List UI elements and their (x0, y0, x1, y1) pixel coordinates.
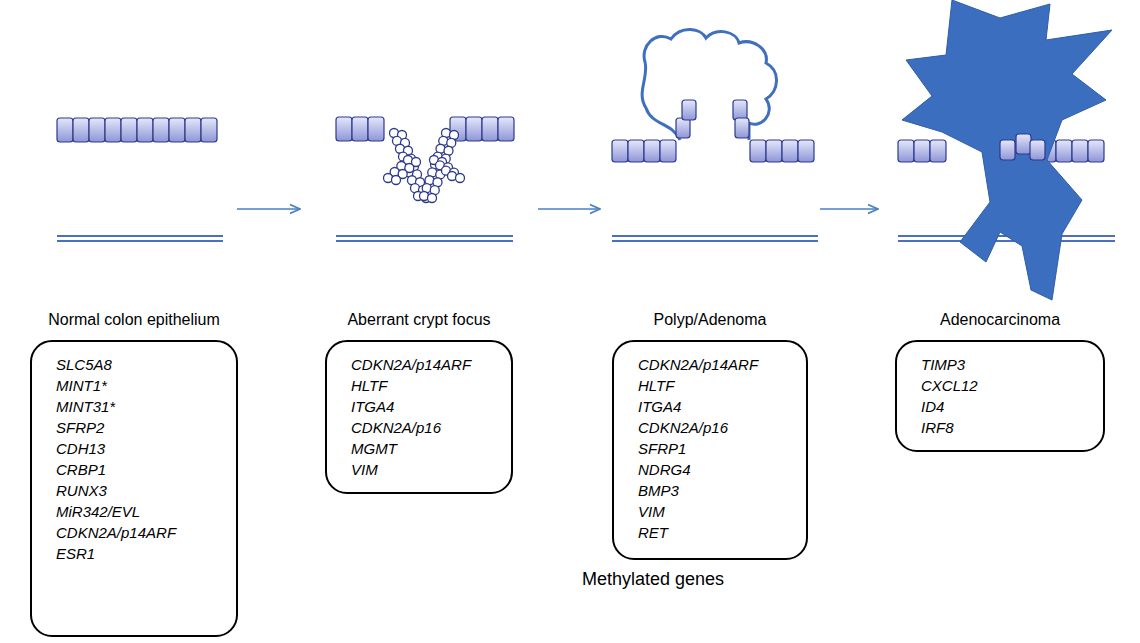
gene-name: CDKN2A/p16 (638, 417, 790, 438)
gene-name: CDKN2A/p14ARF (56, 522, 220, 543)
gene-name: HLTF (638, 375, 790, 396)
gene-list: CDKN2A/p14ARFHLTFITGA4CDKN2A/p16SFRP1NDR… (614, 342, 806, 555)
gene-name: MINT1* (56, 375, 220, 396)
gene-list: CDKN2A/p14ARFHLTFITGA4CDKN2A/p16MGMTVIM (327, 342, 511, 492)
gene-list: TIMP3CXCL12ID4IRF8 (897, 342, 1103, 450)
gene-name: VIM (351, 459, 495, 480)
gene-name: MINT31* (56, 396, 220, 417)
gene-name: CDKN2A/p16 (351, 417, 495, 438)
adenoma-box: Polyp/AdenomaCDKN2A/p14ARFHLTFITGA4CDKN2… (612, 340, 808, 560)
normal-epithelium-box: Normal colon epitheliumSLC5A8MINT1*MINT3… (30, 340, 238, 637)
gene-name: SFRP1 (638, 438, 790, 459)
gene-name: CXCL12 (921, 375, 1087, 396)
stage-label: Polyp/Adenoma (654, 311, 767, 329)
gene-name: SLC5A8 (56, 354, 220, 375)
gene-name: CDKN2A/p14ARF (351, 354, 495, 375)
polyp-stalk-cells (676, 100, 749, 138)
tumour-mass (902, 0, 1112, 300)
gene-name: RUNX3 (56, 480, 220, 501)
gene-name: ESR1 (56, 543, 220, 564)
gene-name: IRF8 (921, 417, 1087, 438)
stage-label: Normal colon epithelium (48, 311, 220, 329)
aberrant-crypt (384, 129, 465, 203)
gene-name: SFRP2 (56, 417, 220, 438)
invaded-cells (1000, 134, 1045, 160)
gene-name: ITGA4 (351, 396, 495, 417)
gene-name: ITGA4 (638, 396, 790, 417)
gene-name: MiR342/EVL (56, 501, 220, 522)
gene-name: NDRG4 (638, 459, 790, 480)
gene-name: ID4 (921, 396, 1087, 417)
gene-name: HLTF (351, 375, 495, 396)
gene-name: CRBP1 (56, 459, 220, 480)
gene-list: SLC5A8MINT1*MINT31*SFRP2CDH13CRBP1RUNX3M… (32, 342, 236, 576)
gene-name: VIM (638, 501, 790, 522)
gene-name: TIMP3 (921, 354, 1087, 375)
aberrant-crypt-box: Aberrant crypt focusCDKN2A/p14ARFHLTFITG… (325, 340, 513, 494)
gene-name: RET (638, 522, 790, 543)
stage-label: Adenocarcinoma (940, 311, 1060, 329)
polyp-outline (642, 29, 776, 140)
gene-name: MGMT (351, 438, 495, 459)
gene-name: BMP3 (638, 480, 790, 501)
gene-name: CDKN2A/p14ARF (638, 354, 790, 375)
gene-name: CDH13 (56, 438, 220, 459)
basement-membrane (57, 236, 1115, 241)
adenocarcinoma-box: AdenocarcinomaTIMP3CXCL12ID4IRF8 (895, 340, 1105, 452)
axis-caption: Methylated genes (582, 569, 724, 590)
progression-arrow (237, 208, 878, 209)
stage-label: Aberrant crypt focus (347, 311, 490, 329)
